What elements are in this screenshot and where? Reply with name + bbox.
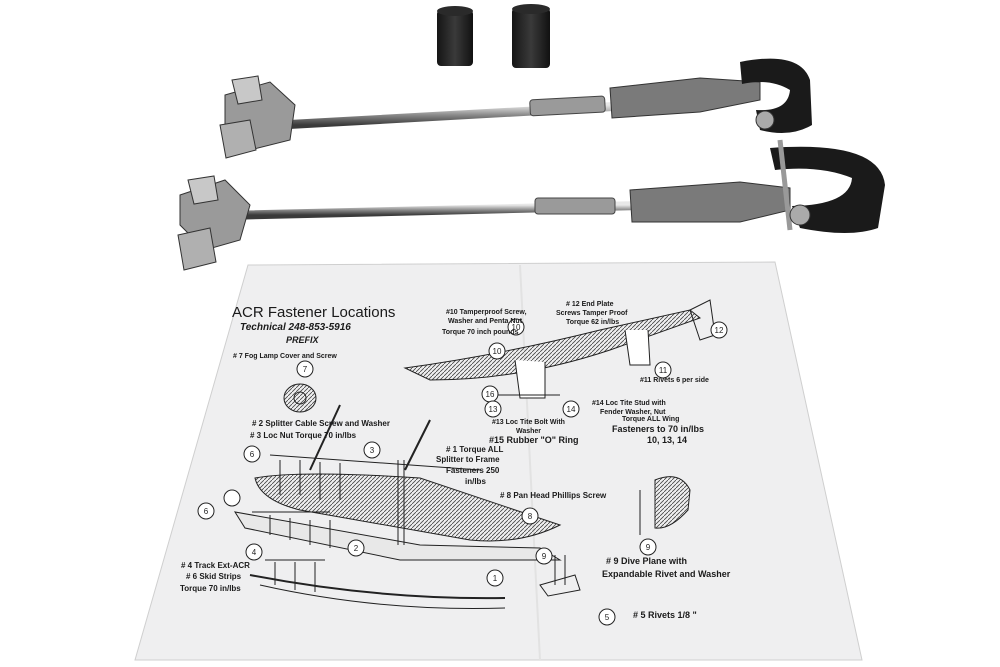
label-end-plate-1: # 12 End Plate <box>566 301 614 308</box>
callout-1: 1 <box>493 574 498 583</box>
dive-plane-diagram <box>639 476 691 535</box>
rubber-sleeve-right <box>512 4 550 68</box>
label-rivets-side: #11 Rivets 6 per side <box>640 377 709 384</box>
callout-7: 7 <box>303 365 308 374</box>
label-wing-1: Torque ALL Wing <box>622 416 680 423</box>
label-dive-plane-1: # 9 Dive Plane with <box>606 556 688 566</box>
fog-lamp-diagram <box>283 383 317 413</box>
callout-circles <box>197 318 728 626</box>
label-pan-head: # 8 Pan Head Phillips Screw <box>500 491 607 500</box>
callout-3: 3 <box>370 446 375 455</box>
sheet-title: ACR Fastener Locations <box>232 304 396 321</box>
label-torque-all-4: in/lbs <box>465 477 486 486</box>
label-rubber-ring: #15 Rubber "O" Ring <box>489 435 579 445</box>
label-loc-nut: # 3 Loc Nut Torque 70 in/lbs <box>250 431 357 440</box>
support-rod-upper <box>219 58 812 159</box>
wing-diagram <box>403 299 716 399</box>
callout-5: 5 <box>605 613 610 622</box>
callout-9b: 9 <box>646 543 651 552</box>
label-loc-tite-bolt-2: Washer <box>516 428 542 435</box>
sheet-prefix: PREFIX <box>286 335 319 345</box>
label-torque-all-1: # 1 Torque ALL <box>446 445 504 454</box>
label-tamperproof-1: #10 Tamperproof Screw, <box>446 309 527 316</box>
label-track-3: Torque 70 in/lbs <box>180 584 241 593</box>
callout-6b: 6 <box>204 507 209 516</box>
label-loc-tite-stud-1: #14 Loc Tite Stud with <box>592 400 666 407</box>
callout-16: 16 <box>486 390 495 399</box>
label-splitter-cable: # 2 Splitter Cable Screw and Washer <box>252 419 390 428</box>
label-wing-3: 10, 13, 14 <box>647 435 688 445</box>
label-dive-plane-2: Expandable Rivet and Washer <box>602 569 731 579</box>
label-loc-tite-bolt-1: #13 Loc Tite Bolt With <box>492 419 565 426</box>
label-end-plate-3: Torque 62 in/lbs <box>566 319 620 326</box>
callout-6a: 6 <box>250 450 255 459</box>
callout-11: 11 <box>659 366 668 375</box>
sheet-technical-phone: Technical 248-853-5916 <box>240 322 351 333</box>
label-end-plate-2: Screws Tamper Proof <box>556 310 628 317</box>
callout-13: 13 <box>489 405 498 414</box>
callout-9a: 9 <box>542 552 547 561</box>
callout-10a: 10 <box>512 323 521 332</box>
callout-12: 12 <box>715 326 724 335</box>
label-rivets-5: # 5 Rivets 1/8 " <box>633 610 697 620</box>
splitter-diagram <box>233 404 581 610</box>
label-wing-2: Fasteners to 70 in/lbs <box>612 424 705 434</box>
label-torque-all-2: Splitter to Frame <box>436 455 500 464</box>
label-track-2: # 6 Skid Strips <box>186 572 242 581</box>
callout-10b: 10 <box>493 347 502 356</box>
callout-8: 8 <box>528 512 533 521</box>
label-loc-tite-stud-2: Fender Washer, Nut <box>600 409 666 416</box>
callout-2: 2 <box>354 544 359 553</box>
label-tamperproof-3: Torque 70 inch pounds <box>442 329 519 336</box>
label-fog-lamp: # 7 Fog Lamp Cover and Screw <box>233 353 337 360</box>
label-track-1: # 4 Track Ext-ACR <box>181 561 250 570</box>
rubber-sleeve-left <box>437 6 473 66</box>
callout-14: 14 <box>567 405 576 414</box>
callout-4: 4 <box>252 548 257 557</box>
label-torque-all-3: Fasteners 250 <box>446 466 500 475</box>
support-rod-lower <box>177 139 885 271</box>
label-tamperproof-2: Washer and Penta Nut <box>448 318 523 325</box>
